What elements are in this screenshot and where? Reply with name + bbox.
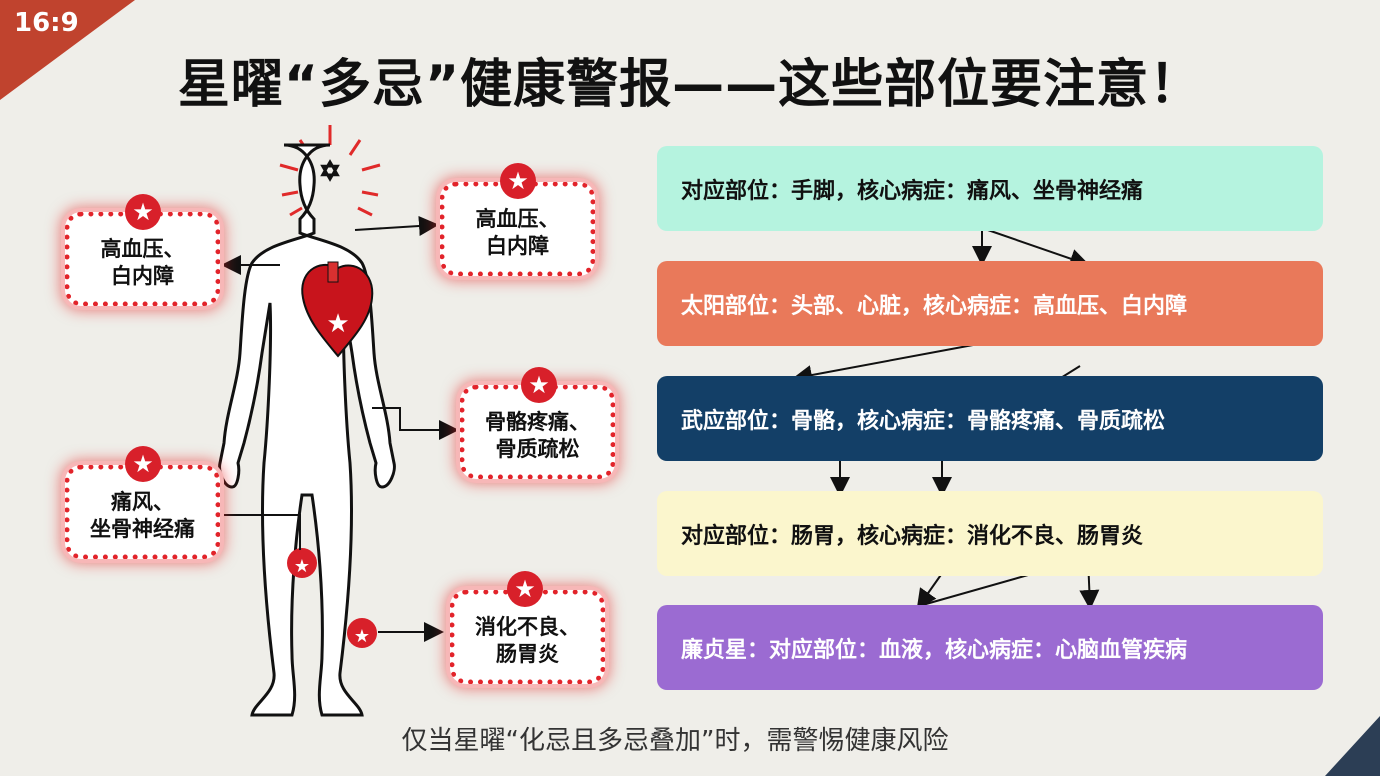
row-stomach: 对应部位：肠胃，核心病症：消化不良、肠胃炎 <box>657 491 1323 576</box>
corner-decoration-bottom <box>1325 716 1380 776</box>
ankle-star-icon <box>347 618 377 648</box>
callout-text: 消化不良、 肠胃炎 <box>475 614 580 666</box>
row-text: 廉贞星：对应部位：血液，核心病症：心脑血管疾病 <box>681 637 1188 663</box>
svg-text:★: ★ <box>354 626 370 647</box>
row-hands-feet: 对应部位：手脚，核心病症：痛风、坐骨神经痛 <box>657 146 1323 231</box>
row-text: 武应部位：骨骼，核心病症：骨骼疼痛、骨质疏松 <box>681 408 1166 434</box>
star-icon: ★ <box>521 367 557 403</box>
footer-note: 仅当星曜“化忌且多忌叠加”时，需警惕健康风险 <box>401 726 949 756</box>
star-icon: ★ <box>125 446 161 482</box>
star-icon: ★ <box>125 194 161 230</box>
svg-text:★: ★ <box>294 556 310 577</box>
row-bones: 武应部位：骨骼，核心病症：骨骼疼痛、骨质疏松 <box>657 376 1323 461</box>
star-icon: ★ <box>500 163 536 199</box>
heart-icon: ★ <box>301 261 374 358</box>
row-text: 对应部位：手脚，核心病症：痛风、坐骨神经痛 <box>681 178 1144 204</box>
knee-star-icon <box>287 548 317 578</box>
hexagram-icon: ✡ <box>319 157 341 187</box>
callout-text: 骨骼疼痛、 骨质疏松 <box>485 409 590 461</box>
star-icon: ★ <box>507 571 543 607</box>
page-title: 星曜“多忌”健康警报——这些部位要注意！ <box>177 55 1203 115</box>
row-blood: 廉贞星：对应部位：血液，核心病症：心脑血管疾病 <box>657 605 1323 690</box>
callout-text: 高血压、 白内障 <box>100 236 185 288</box>
aspect-ratio-badge: 16:9 <box>14 8 79 38</box>
row-text: 对应部位：肠胃，核心病症：消化不良、肠胃炎 <box>681 523 1144 549</box>
row-text: 太阳部位：头部、心脏，核心病症：高血压、白内障 <box>681 293 1188 319</box>
svg-text:★: ★ <box>326 309 349 339</box>
callout-text: 痛风、 坐骨神经痛 <box>90 489 195 541</box>
corner-decoration <box>0 0 135 100</box>
row-head-heart: 太阳部位：头部、心脏，核心病症：高血压、白内障 <box>657 261 1323 346</box>
callout-text: 高血压、 白内障 <box>475 206 560 258</box>
